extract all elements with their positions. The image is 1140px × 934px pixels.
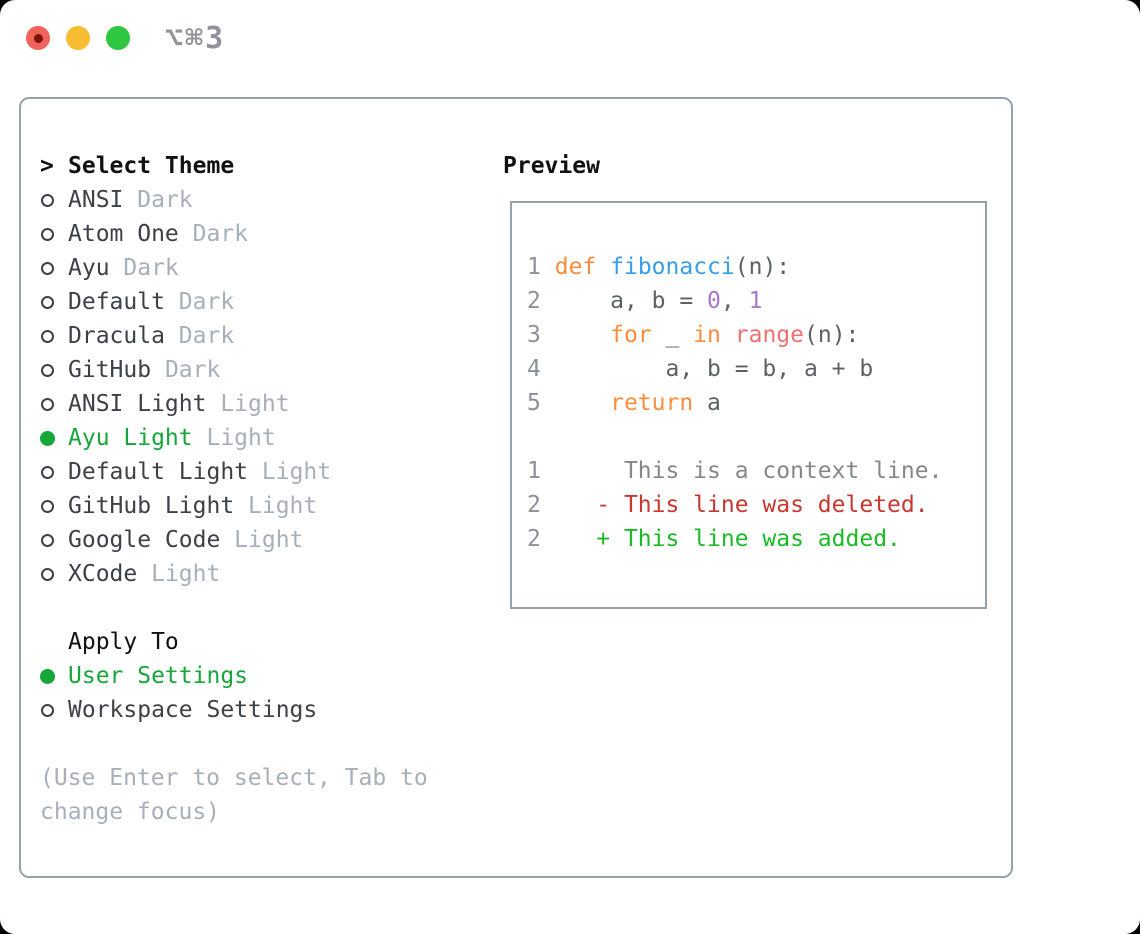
radio-selected-icon <box>40 668 55 684</box>
help-text: change focus) <box>40 799 221 825</box>
apply-option-label: User Settings <box>68 663 249 689</box>
theme-item-label: GitHub Light <box>68 493 249 519</box>
radio-unselected-icon <box>41 397 54 411</box>
spacer <box>40 591 428 625</box>
code-line: 3 for _ in range(n): <box>527 322 860 348</box>
theme-variant-tag: Dark <box>164 357 221 383</box>
theme-item-label: ANSI Light <box>68 391 221 417</box>
window-shortcut-label: ⌥⌘3 <box>165 21 226 56</box>
theme-item-label: Atom One <box>68 221 193 247</box>
code-line: 1 def fibonacci(n): <box>527 254 791 280</box>
theme-item-label: Default Light <box>68 459 262 485</box>
code-line: 2 - This line was deleted. <box>527 492 929 518</box>
theme-variant-tag: Dark <box>137 187 193 213</box>
preview-box: 1 def fibonacci(n): 2 a, b = 0, 1 3 for _ … <box>510 201 987 609</box>
radio-unselected-icon <box>41 533 54 547</box>
theme-item-label: Ayu Light <box>68 425 207 451</box>
theme-variant-tag: Light <box>261 459 332 485</box>
theme-variant-tag: Light <box>151 561 221 587</box>
theme-variant-tag: Light <box>220 391 290 417</box>
theme-item-label: Google Code <box>68 527 235 553</box>
code-preview: 1 def fibonacci(n): 2 a, b = 0, 1 3 for _ … <box>512 203 985 556</box>
theme-variant-tag: Dark <box>123 255 179 281</box>
theme-item-default[interactable]: Default Dark <box>40 285 428 319</box>
apply-option-label: Workspace Settings <box>68 697 318 723</box>
minimize-button[interactable] <box>66 26 90 50</box>
select-theme-header: > Select Theme <box>40 149 428 183</box>
theme-item-ansi-light[interactable]: ANSI Light Light <box>40 387 428 421</box>
radio-unselected-icon <box>41 363 54 377</box>
select-theme-title: Select Theme <box>68 153 235 179</box>
theme-variant-tag: Dark <box>178 323 235 349</box>
close-button[interactable] <box>26 26 50 50</box>
theme-item-ayu[interactable]: Ayu Dark <box>40 251 428 285</box>
maximize-button[interactable] <box>106 26 130 50</box>
code-line: 4 a, b = b, a + b <box>527 356 874 382</box>
radio-unselected-icon <box>41 329 54 343</box>
theme-variant-tag: Light <box>206 425 276 451</box>
help-text: (Use Enter to select, Tab to <box>40 765 428 791</box>
code-line: 5 return a <box>527 390 721 416</box>
theme-item-label: GitHub <box>68 357 165 383</box>
radio-unselected-icon <box>41 261 54 275</box>
radio-unselected-icon <box>41 465 54 479</box>
theme-item-dracula[interactable]: Dracula Dark <box>40 319 428 353</box>
theme-variant-tag: Light <box>234 527 304 553</box>
close-dot-icon <box>33 33 43 43</box>
preview-title: Preview <box>503 153 600 179</box>
code-line <box>527 420 985 454</box>
theme-variant-tag: Light <box>248 493 318 519</box>
radio-unselected-icon <box>41 227 54 241</box>
apply-to-title: Apply To <box>68 629 179 655</box>
theme-item-atom-one[interactable]: Atom One Dark <box>40 217 428 251</box>
spacer <box>40 727 428 761</box>
theme-variant-tag: Dark <box>192 221 249 247</box>
apply-option-user-settings[interactable]: User Settings <box>40 659 428 693</box>
theme-item-github[interactable]: GitHub Dark <box>40 353 428 387</box>
theme-item-github-light[interactable]: GitHub Light Light <box>40 489 428 523</box>
help-text-line2: change focus) <box>40 795 428 829</box>
theme-item-google-code[interactable]: Google Code Light <box>40 523 428 557</box>
theme-item-xcode[interactable]: XCode Light <box>40 557 428 591</box>
apply-option-workspace-settings[interactable]: Workspace Settings <box>40 693 428 727</box>
theme-item-default-light[interactable]: Default Light Light <box>40 455 428 489</box>
theme-item-label: ANSI <box>68 187 138 213</box>
theme-variant-tag: Dark <box>178 289 235 315</box>
cursor-icon: > <box>40 153 54 179</box>
theme-item-label: XCode <box>68 561 152 587</box>
radio-unselected-icon <box>41 295 54 309</box>
code-line: 1 This is a context line. <box>527 458 943 484</box>
theme-item-label: Ayu <box>68 255 124 281</box>
theme-item-ayu-light[interactable]: Ayu Light Light <box>40 421 428 455</box>
code-line: 2 a, b = 0, 1 <box>527 288 763 314</box>
radio-unselected-icon <box>41 567 54 581</box>
radio-unselected-icon <box>41 193 54 207</box>
code-line: 2 + This line was added. <box>527 526 901 552</box>
theme-item-label: Dracula <box>68 323 179 349</box>
radio-unselected-icon <box>41 703 54 717</box>
theme-item-label: Default <box>68 289 179 315</box>
theme-item-ansi[interactable]: ANSI Dark <box>40 183 428 217</box>
radio-selected-icon <box>40 430 55 446</box>
radio-unselected-icon <box>41 499 54 513</box>
apply-to-header: Apply To <box>40 625 428 659</box>
help-text-line1: (Use Enter to select, Tab to <box>40 761 428 795</box>
